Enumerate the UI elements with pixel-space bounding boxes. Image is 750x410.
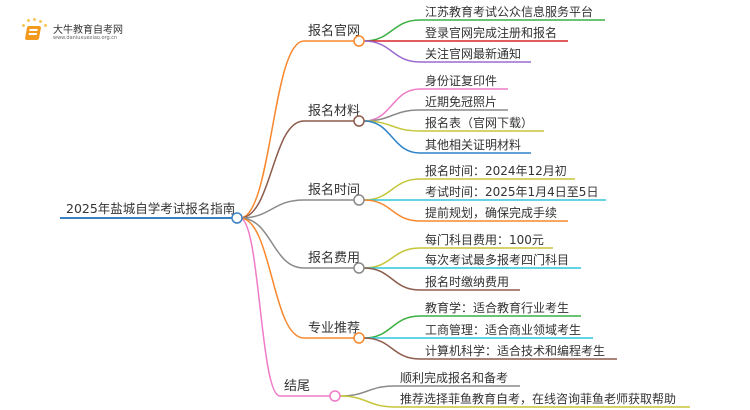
leaf-label: 报名时间：2024年12月初: [425, 163, 567, 178]
root-node: [231, 212, 243, 224]
leaf-connector: [363, 247, 421, 269]
branch-connector: [239, 120, 305, 219]
leaf-label: 近期免冠照片: [425, 94, 497, 109]
branch-node: [329, 390, 341, 402]
leaf-label: 身份证复印件: [425, 73, 497, 88]
leaf-connector: [363, 19, 421, 42]
leaf-label: 教育学：适合教育行业考生: [425, 300, 569, 315]
leaf-label: 关注官网最新通知: [425, 46, 521, 61]
branch-connector: [239, 217, 305, 339]
branch-label: 报名材料: [308, 103, 360, 119]
branch-node: [353, 332, 365, 344]
leaf-label: 推荐选择菲鱼教育自考，在线咨询菲鱼老师获取帮助: [400, 391, 676, 406]
branch-connector: [239, 199, 305, 219]
branch-connector: [239, 40, 305, 219]
leaf-connector: [363, 337, 421, 360]
branch-label: 报名官网: [308, 23, 360, 39]
leaf-connector: [339, 385, 396, 397]
branch-connector: [239, 217, 281, 397]
leaf-connector: [363, 40, 421, 63]
branch-node: [353, 262, 365, 274]
leaf-label: 报名表（官网下载）: [425, 115, 533, 130]
branch-label: 报名费用: [308, 250, 360, 266]
leaf-connector: [363, 178, 421, 201]
branch-label: 结尾: [284, 379, 310, 394]
branch-node: [353, 115, 365, 127]
leaf-connector: [363, 315, 421, 339]
leaf-connector: [339, 395, 396, 408]
leaf-label: 考试时间：2025年1月4日至5日: [425, 184, 598, 199]
branch-connector: [239, 217, 305, 269]
leaf-label: 江苏教育考试公众信息服务平台: [425, 4, 593, 19]
leaf-label: 提前规划，确保完成手续: [425, 205, 557, 220]
leaf-label: 每门科目费用：100元: [425, 232, 544, 247]
leaf-connector: [363, 120, 421, 154]
root-label: 2025年盐城自学考试报名指南: [66, 201, 235, 216]
logo: 大牛教育自考网 www.daniuxuexiao.org.cn: [20, 18, 130, 48]
branch-node: [353, 194, 365, 206]
logo-url: www.daniuxuexiao.org.cn: [53, 35, 118, 41]
leaf-label: 登录官网完成注册和报名: [425, 25, 557, 40]
branch-label: 专业推荐: [308, 321, 360, 336]
logo-title: 大牛教育自考网: [53, 25, 123, 36]
leaf-label: 顺利完成报名和备考: [400, 370, 508, 385]
leaf-label: 工商管理：适合商业领域考生: [425, 322, 581, 337]
leaf-connector: [363, 199, 421, 222]
leaf-label: 每次考试最多报考四门科目: [425, 252, 569, 267]
leaf-label: 计算机科学：适合技术和编程考生: [425, 343, 605, 358]
branch-label: 报名时间: [308, 182, 360, 198]
leaf-label: 报名时缴纳费用: [425, 274, 509, 289]
branch-node: [353, 35, 365, 47]
leaf-connector: [363, 267, 421, 291]
leaf-label: 其他相关证明材料: [425, 138, 521, 152]
